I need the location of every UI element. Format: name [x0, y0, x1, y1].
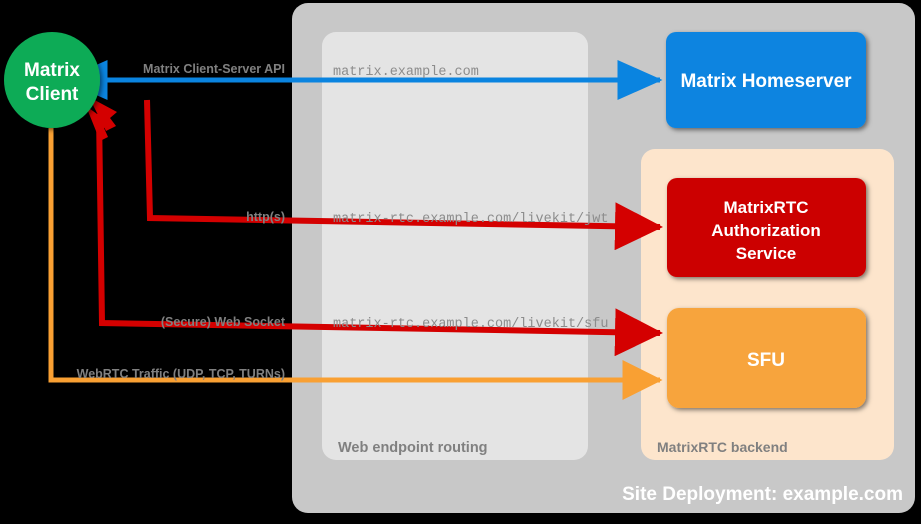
- node-matrix-client[interactable]: [4, 32, 100, 128]
- node-auth-service-label-line1: MatrixRTC: [723, 198, 808, 217]
- node-matrix-homeserver-label: Matrix Homeserver: [680, 71, 852, 92]
- endpoint-label-sfu: matrix-rtc.example.com/livekit/sfu: [333, 317, 608, 332]
- web-endpoint-routing-group: [322, 32, 588, 460]
- node-auth-service-label-line3: Service: [736, 244, 797, 263]
- group-label-matrixrtc-backend: MatrixRTC backend: [657, 439, 788, 455]
- group-label-web-endpoint-routing: Web endpoint routing: [338, 440, 488, 456]
- endpoint-label-matrix: matrix.example.com: [333, 65, 479, 80]
- node-matrix-client-label-line2: Client: [26, 84, 79, 105]
- connection-websocket-line: [96, 113, 663, 357]
- node-sfu[interactable]: [667, 308, 866, 408]
- endpoint-label-jwt: matrix-rtc.example.com/livekit/jwt: [333, 212, 608, 227]
- connection-websocket-arrowhead-client: [86, 106, 111, 141]
- connection-https-line: [144, 99, 663, 251]
- connection-label-websocket: (Secure) Web Socket: [161, 315, 286, 329]
- connection-webrtc-line: [31, 90, 663, 400]
- node-matrix-homeserver[interactable]: [666, 32, 866, 128]
- connection-https-arrowhead-client: [89, 97, 117, 131]
- site-deployment-label: Site Deployment: example.com: [622, 484, 903, 505]
- node-matrix-client-label-line1: Matrix: [24, 60, 80, 81]
- connection-label-webrtc: WebRTC Traffic (UDP, TCP, TURNs): [77, 367, 285, 381]
- connection-label-cs-api: Matrix Client-Server API: [143, 62, 285, 76]
- node-matrixrtc-auth-service[interactable]: [667, 178, 866, 277]
- node-sfu-label: SFU: [747, 350, 785, 371]
- node-auth-service-label-line2: Authorization: [711, 221, 821, 240]
- connection-label-https: http(s): [246, 210, 285, 224]
